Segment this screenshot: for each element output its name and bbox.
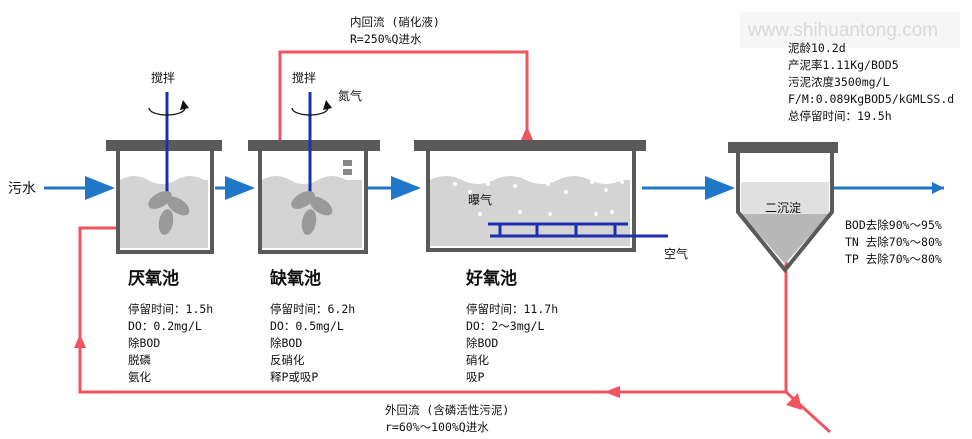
aerobic-info: 好氧池 停留时间：11.7h DO：2～3mg/L 除BOD 硝化 吸P — [465, 268, 558, 384]
tank-detail: 反硝化 — [270, 353, 305, 367]
tank-detail: 除BOD — [270, 336, 302, 350]
external-recycle-title: 外回流 (含磷活性污泥) — [385, 403, 509, 417]
aeration-label: 曝气 — [468, 192, 492, 207]
sludge-discharge-line — [784, 390, 832, 434]
tank-detail: DO：0.2mg/L — [128, 319, 202, 333]
aerator-pipe — [488, 222, 668, 238]
air-bubbles — [453, 180, 624, 216]
tank-detail: 吸P — [466, 370, 484, 384]
tank-detail: 释P或吸P — [270, 370, 318, 384]
tn-removal: TN 去除70%～80% — [845, 235, 942, 249]
tank-detail: 脱磷 — [128, 353, 151, 367]
internal-recycle-ratio: R=250%Q进水 — [350, 32, 422, 46]
watermark: www.shihuantong.com — [747, 20, 938, 41]
param-mlss: 污泥浓度3500mg/L — [788, 75, 889, 89]
bod-removal: BOD去除90%～95% — [845, 218, 942, 232]
internal-recycle-title: 内回流 (硝化液) — [350, 15, 440, 29]
external-recycle-ratio: r=60%～100%Q进水 — [385, 420, 489, 434]
param-sludge-age: 泥龄10.2d — [788, 41, 846, 55]
inlet-label: 污水 — [8, 181, 36, 197]
external-recycle-left-arrow — [604, 386, 620, 398]
anoxic-info: 缺氧池 停留时间：6.2h DO：0.5mg/L 除BOD 反硝化 释P或吸P — [270, 268, 355, 384]
process-parameters: 泥龄10.2d 产泥率1.11Kg/BOD5 污泥浓度3500mg/L F/M:… — [788, 41, 954, 123]
clarifier-label: 二沉淀 — [765, 201, 801, 215]
external-recycle-up-arrow — [74, 334, 86, 348]
tank-detail: DO：2～3mg/L — [466, 319, 544, 333]
secondary-clarifier — [728, 142, 838, 274]
internal-recycle-line — [278, 50, 529, 140]
sludge-discharge-arrow — [786, 393, 802, 410]
rotation-icon — [291, 107, 329, 116]
sludge-layer — [741, 214, 829, 264]
tank-name: 厌氧池 — [128, 268, 179, 289]
stir-label-2: 搅拌 — [292, 70, 316, 85]
tank-name: 好氧池 — [465, 268, 517, 289]
nitrogen-label: 氮气 — [338, 88, 362, 103]
tank-detail: 停留时间：11.7h — [466, 302, 558, 316]
tank-detail: DO：0.5mg/L — [270, 319, 344, 333]
rotation-icon — [148, 107, 186, 116]
stir-label-1: 搅拌 — [151, 70, 175, 85]
mixer-blade-icon — [291, 191, 333, 235]
internal-recycle-arrow — [521, 126, 533, 140]
anaerobic-tank — [106, 92, 222, 254]
watermark-box — [740, 12, 960, 48]
param-sludge-yield: 产泥率1.11Kg/BOD5 — [788, 58, 899, 72]
tank-detail: 硝化 — [466, 353, 489, 367]
anoxic-tank — [248, 92, 380, 254]
nitrogen-vent-icon — [343, 160, 352, 166]
aerobic-tank — [414, 140, 668, 252]
tank-detail: 除BOD — [466, 336, 498, 350]
external-recycle-line — [78, 226, 788, 394]
outlet-arrow — [932, 182, 944, 194]
tp-removal: TP 去除70%～80% — [845, 252, 942, 266]
tank-detail: 停留时间：6.2h — [270, 302, 355, 316]
mixer-blade-icon — [148, 191, 190, 235]
air-label: 空气 — [664, 246, 688, 261]
tank-detail: 氨化 — [128, 370, 151, 384]
param-total-hrt: 总停留时间：19.5h — [788, 109, 892, 123]
anaerobic-info: 厌氧池 停留时间：1.5h DO：0.2mg/L 除BOD 脱磷 氨化 — [128, 268, 213, 384]
param-fm-ratio: F/M:0.089KgBOD5/kGMLSS.d — [788, 92, 954, 106]
tank-name: 缺氧池 — [270, 268, 321, 289]
tank-detail: 停留时间：1.5h — [128, 302, 213, 316]
tank-detail: 除BOD — [128, 336, 160, 350]
removal-rates: BOD去除90%～95% TN 去除70%～80% TP 去除70%～80% — [845, 218, 942, 266]
